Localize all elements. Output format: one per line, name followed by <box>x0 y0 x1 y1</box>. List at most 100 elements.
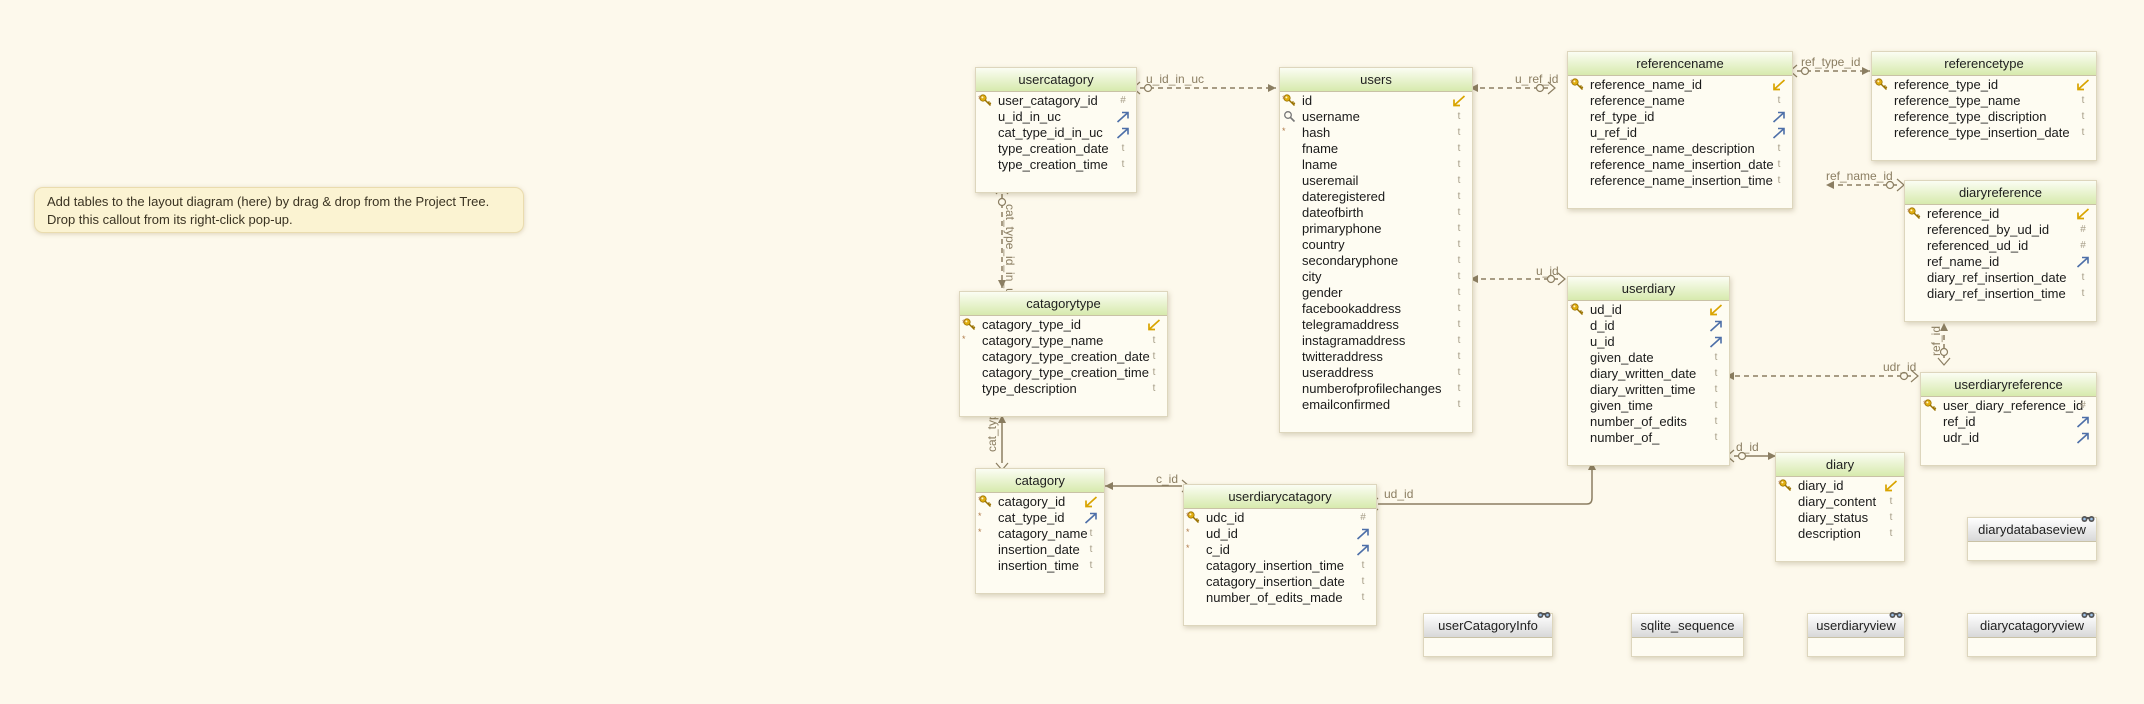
table-usercatagory[interactable]: usercatagory*user_catagory_id#u_id_in_uc… <box>975 67 1137 193</box>
column-row[interactable]: d_id <box>1568 318 1729 334</box>
column-row[interactable]: *cat_type_id <box>976 510 1104 526</box>
column-row[interactable]: referenced_ud_id# <box>1905 238 2096 254</box>
column-row[interactable]: u_id <box>1568 334 1729 350</box>
column-row[interactable]: *udc_id# <box>1184 510 1376 526</box>
column-row[interactable]: *id <box>1280 93 1472 109</box>
column-row[interactable]: ref_type_id <box>1568 109 1792 125</box>
column-row[interactable]: *reference_id <box>1905 206 2096 222</box>
column-row[interactable]: *user_catagory_id# <box>976 93 1136 109</box>
table-userdiaryreference[interactable]: userdiaryreference*user_diary_reference_… <box>1920 372 2097 466</box>
column-name: catagory_type_creation_time <box>982 365 1149 380</box>
view-sqlite-sequence[interactable]: sqlite_sequence <box>1631 613 1744 657</box>
column-row[interactable]: *reference_name_id <box>1568 77 1792 93</box>
foreign-key-icon <box>1116 125 1130 139</box>
column-row[interactable]: *c_id <box>1184 542 1376 558</box>
column-row[interactable]: u_ref_id <box>1568 125 1792 141</box>
column-row[interactable]: *user_diary_reference_id# <box>1921 398 2096 414</box>
view-diarydatabaseview[interactable]: diarydatabaseview <box>1967 516 2097 561</box>
primary-key-icon <box>1187 511 1200 524</box>
column-row[interactable]: cat_type_id_in_uc <box>976 125 1136 141</box>
column-row[interactable]: *ud_id <box>1568 302 1729 318</box>
table-title: catagorytype <box>960 292 1167 316</box>
column-name: id <box>1302 93 1313 108</box>
view-userdiaryview[interactable]: userdiaryview <box>1807 612 1905 657</box>
layout-hint-callout[interactable]: Add tables to the layout diagram (here) … <box>34 187 524 233</box>
column-row[interactable]: referenced_by_ud_id# <box>1905 222 2096 238</box>
column-row[interactable]: u_id_in_uc <box>976 109 1136 125</box>
view-usercatagoryinfo[interactable]: userCatagoryInfo <box>1423 612 1553 657</box>
column-name: reference_name_description <box>1590 141 1755 156</box>
column-row[interactable]: *reference_type_id <box>1872 77 2096 93</box>
column-row[interactable]: ref_name_id <box>1905 254 2096 270</box>
column-row[interactable]: number_of_t <box>1568 430 1729 446</box>
table-catagory[interactable]: catagory*catagory_id*cat_type_id*catagor… <box>975 468 1105 594</box>
text-type-icon: t <box>1714 400 1718 411</box>
column-name: catagory_type_creation_date <box>982 349 1150 364</box>
column-row[interactable]: *catagory_type_id <box>960 317 1167 333</box>
column-row[interactable]: *ud_id <box>1184 526 1376 542</box>
column-row[interactable]: *diary_id <box>1776 478 1904 494</box>
view-diarycatagoryview[interactable]: diarycatagoryview <box>1967 612 2097 657</box>
table-catagorytype[interactable]: catagorytype*catagory_type_id*catagory_t… <box>959 291 1168 417</box>
column-row[interactable]: udr_id <box>1921 430 2096 446</box>
column-row[interactable]: *catagory_id <box>976 494 1104 510</box>
column-row[interactable]: ref_id <box>1921 414 2096 430</box>
